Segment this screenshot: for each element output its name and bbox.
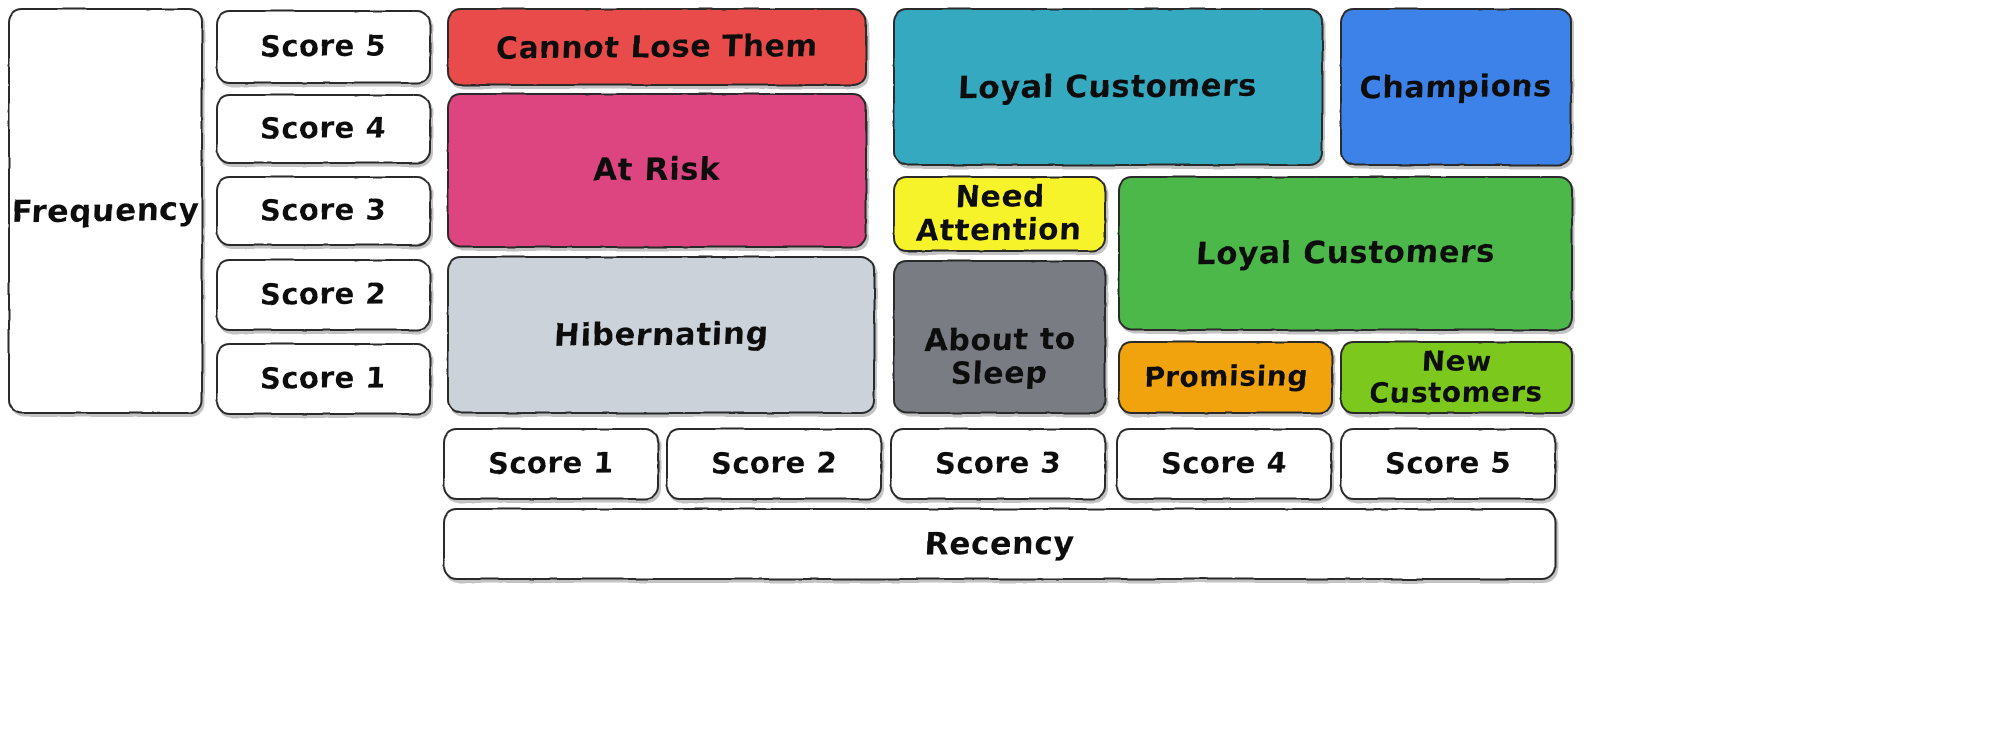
segment-about-to-sleep[interactable]: About to Sleep (893, 260, 1106, 414)
segment-label: Loyal Customers (1195, 234, 1496, 273)
x-score-tile-1[interactable]: Score 1 (443, 428, 659, 500)
segment-champions[interactable]: Champions (1340, 8, 1572, 166)
segment-need-attention[interactable]: Need Attention (893, 176, 1106, 252)
y-score-tile-2[interactable]: Score 2 (216, 259, 431, 331)
segment-loyal-customers-green[interactable]: Loyal Customers (1118, 176, 1573, 331)
y-score-tile-5[interactable]: Score 5 (216, 10, 431, 84)
y-score-tile-1[interactable]: Score 1 (216, 343, 431, 415)
segment-label: About to Sleep (923, 322, 1077, 392)
y-axis-frequency-bar: Frequency (8, 8, 203, 414)
segment-loyal-customers-teal[interactable]: Loyal Customers (893, 8, 1323, 166)
y-score-label-5: Score 5 (259, 28, 388, 64)
x-score-tile-2[interactable]: Score 2 (666, 428, 882, 500)
segment-promising[interactable]: Promising (1118, 341, 1333, 414)
segment-cannot-lose-them[interactable]: Cannot Lose Them (447, 8, 867, 86)
y-score-label-3: Score 3 (259, 192, 388, 228)
segment-label: Hibernating (552, 316, 770, 354)
y-axis-label: Frequency (11, 192, 200, 230)
segment-label: Loyal Customers (957, 67, 1259, 107)
x-score-label-4: Score 4 (1160, 445, 1289, 481)
segment-label: Cannot Lose Them (495, 28, 819, 66)
segment-label: At Risk (592, 151, 722, 190)
x-score-label-5: Score 5 (1384, 445, 1513, 481)
segment-label: Need Attention (915, 179, 1083, 249)
x-score-label-2: Score 2 (710, 445, 839, 481)
segment-label: New Customers (1368, 344, 1544, 410)
x-score-tile-3[interactable]: Score 3 (890, 428, 1106, 500)
segment-label: Promising (1142, 359, 1309, 394)
x-score-tile-4[interactable]: Score 4 (1116, 428, 1332, 500)
y-score-label-2: Score 2 (259, 276, 388, 312)
x-score-label-1: Score 1 (487, 445, 616, 481)
y-score-tile-3[interactable]: Score 3 (216, 176, 431, 246)
y-score-tile-4[interactable]: Score 4 (216, 94, 431, 164)
x-score-tile-5[interactable]: Score 5 (1340, 428, 1556, 500)
y-score-label-1: Score 1 (259, 360, 388, 396)
segment-hibernating[interactable]: Hibernating (447, 256, 875, 414)
segment-new-customers[interactable]: New Customers (1340, 341, 1573, 414)
x-axis-recency-bar: Recency (443, 508, 1556, 580)
segment-label: Champions (1359, 68, 1553, 106)
y-score-label-4: Score 4 (259, 110, 388, 146)
segment-at-risk[interactable]: At Risk (447, 93, 867, 248)
x-axis-label: Recency (924, 525, 1075, 563)
x-score-label-3: Score 3 (934, 445, 1063, 481)
